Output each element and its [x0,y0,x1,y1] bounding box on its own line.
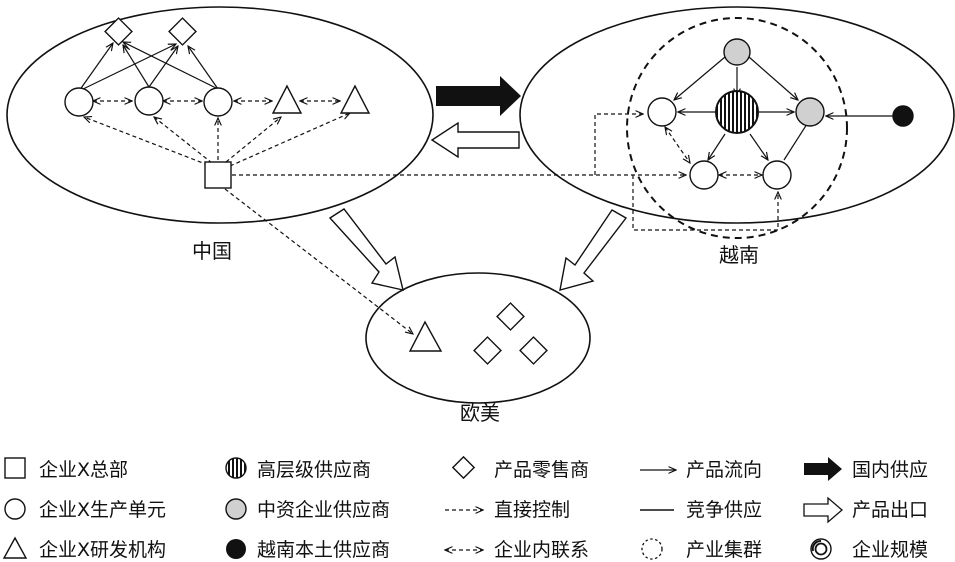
europe-america-region [365,272,591,404]
product-export-arrow-china-to-west [328,208,404,291]
retailer-diamond [496,302,525,331]
production-unit-circle [203,87,233,117]
retailer-diamond [473,336,502,365]
europe-america-label: 欧美 [460,401,500,425]
high-tier-supplier-circle [715,90,759,134]
vietnam-label: 越南 [719,243,759,267]
china-edges [78,42,413,334]
product-export-arrow-to-china [430,121,520,159]
production-unit-circle [134,86,164,116]
dashed-circle-icon [641,538,663,560]
retailer-diamond [104,17,133,46]
production-unit-circle [64,87,94,117]
legend-hq-label: 企业X总部 [39,459,128,481]
black-circle-icon [226,539,246,559]
legend-cluster-label: 产业集群 [686,539,762,561]
legend-rd-label: 企业X研发机构 [39,539,166,561]
product-export-arrow-vietnam-to-west [559,209,628,291]
legend: 企业X总部 企业X生产单元 企业X研发机构 高层级供应商 中资企业供应商 越南本… [2,455,928,561]
china-label: 中国 [192,239,232,263]
triangle-icon [2,536,28,559]
rd-triangle [408,320,443,352]
vietnam-local-supplier-circle [892,105,914,127]
legend-competitive-supply-label: 竞争供应 [686,499,762,521]
legend-product-export-label: 产品出口 [852,499,928,521]
circle-icon [4,498,26,520]
production-unit-circle [689,160,719,190]
legend-domestic-supply-label: 国内供应 [852,459,928,481]
legend-vietnam-supplier-label: 越南本土供应商 [257,539,390,561]
legend-production-unit-label: 企业X生产单元 [39,499,166,521]
production-unit-circle [647,97,677,127]
legend-intra-firm-label: 企业内联系 [494,539,589,561]
legend-high-tier-supplier-label: 高层级供应商 [257,459,371,481]
square-icon [4,457,26,479]
hq-square [204,161,232,189]
rd-triangle [339,84,371,114]
legend-direct-control-label: 直接控制 [494,499,570,521]
domestic-supply-arrow [436,76,521,116]
china-nodes [64,17,371,189]
retailer-diamond [519,336,548,365]
industry-cluster-circle [626,17,848,239]
rd-triangle [271,84,303,114]
hollow-thick-arrow-icon [803,496,843,524]
gray-circle-icon [225,498,247,520]
vietnam-edges [665,56,900,175]
black-thick-arrow-icon [804,457,842,481]
legend-chinese-supplier-label: 中资企业供应商 [257,499,390,521]
legend-firm-scale-label: 企业规模 [852,539,928,561]
diamond-icon [451,455,476,480]
production-unit-circle [762,160,792,190]
vietnam-nodes [647,38,914,190]
cross-border-control-links [232,114,778,231]
west-nodes [408,302,548,365]
china-region [6,6,434,224]
chinese-supplier-circle [723,38,751,66]
striped-circle-icon [225,457,247,479]
retailer-diamond [168,17,197,46]
legend-product-flow-label: 产品流向 [686,459,762,481]
legend-retailer-label: 产品零售商 [494,459,589,481]
chinese-supplier-circle [795,97,825,127]
double-circle-icon [810,538,832,560]
vietnam-region [519,6,955,224]
